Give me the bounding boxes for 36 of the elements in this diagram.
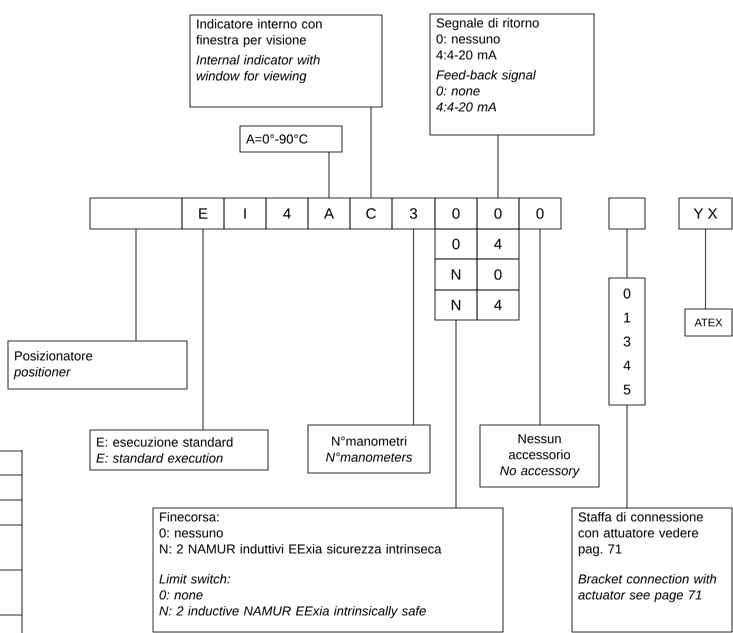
code-cell [90,198,182,230]
code-cell: 0 [476,198,520,230]
code-cell [608,198,646,230]
description-box: Posizionatore positioner [8,340,188,390]
option-cell: 0 [476,258,520,290]
connector-line [626,404,628,508]
option-cell: 4 [476,228,520,260]
option-box: 0 1 3 4 5 [608,278,646,406]
code-cell: E [182,198,224,230]
code-cell: 0 [434,198,478,230]
code-cell: C [350,198,392,230]
connector-line [202,228,204,430]
description-box: Nessun accessorio No accessory [480,424,600,488]
description-box: E: esecuzione standard E: standard execution [90,430,268,470]
description-box: Segnale di ritorno 0: nessuno 4:4-20 mA Feed-back signal 0: none 4:4-20 mA [430,14,594,136]
option-box: ATEX [684,308,732,336]
option-cell: N [434,258,478,290]
connector-line [370,106,372,198]
description-box: Staffa di connessione con attuatore vedere pag. 71 Bracket connection with actuator see page 71 [572,508,732,632]
code-cell: 0 [518,198,562,230]
option-cell: 4 [476,290,520,320]
code-cell: I [224,198,266,230]
code-cell: A [308,198,350,230]
option-cell: 0 [434,228,478,260]
connector-line [626,228,628,278]
description-box: A=0°-90°C [240,126,342,152]
code-cell: 4 [266,198,308,230]
code-cell: 3 [392,198,436,230]
description-box: Indicatore interno con finestra per visione Internal indicator with window for viewing [190,14,382,108]
connector-line [705,228,706,310]
connector-line [413,228,414,426]
description-box: N°manometri N°manometers [308,424,430,474]
option-cell: N [434,290,478,320]
connector-line [328,152,330,198]
description-box: Finecorsa: 0: nessuno N: 2 NAMUR induttivi EExia sicurezza intrinseca Limit switch: 0: none N: 2 inductive NAMUR EExia intrinsically safe [152,508,504,632]
code-cell: Y X [678,198,732,230]
